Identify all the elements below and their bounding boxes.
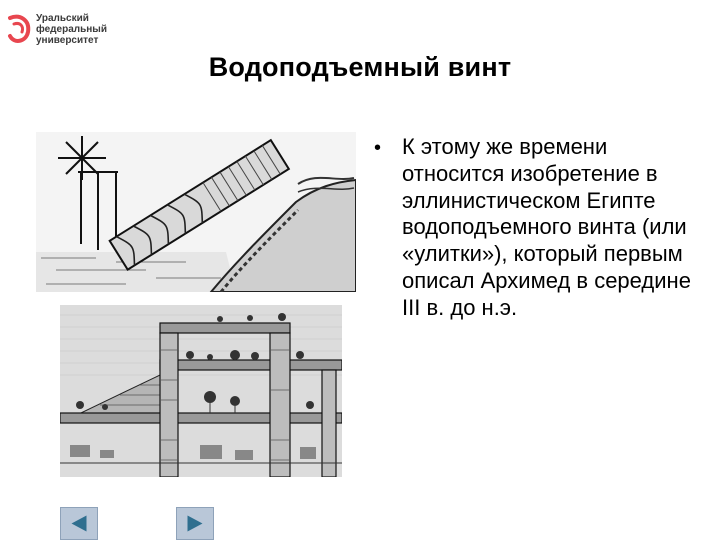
logo-mark-icon	[8, 14, 31, 43]
archimedes-screw-illustration	[36, 132, 356, 292]
bullet-marker: •	[374, 137, 382, 159]
logo-text: Уральский федеральный университет	[36, 13, 107, 46]
slide-title: Водоподъемный винт	[208, 52, 512, 82]
previous-slide-button[interactable]	[60, 507, 98, 540]
next-slide-button[interactable]	[176, 507, 214, 540]
bullet-item: К этому же времени относится изобретение…	[402, 134, 691, 320]
university-logo: Уральский федеральный университет	[6, 10, 116, 50]
logo-line-2: федеральный	[36, 24, 107, 35]
logo-line-3: университет	[36, 35, 99, 46]
triangle-left-icon	[71, 515, 87, 532]
hanging-gardens-illustration	[60, 305, 342, 477]
logo-line-1: Уральский	[36, 13, 89, 24]
triangle-right-icon	[187, 515, 203, 532]
